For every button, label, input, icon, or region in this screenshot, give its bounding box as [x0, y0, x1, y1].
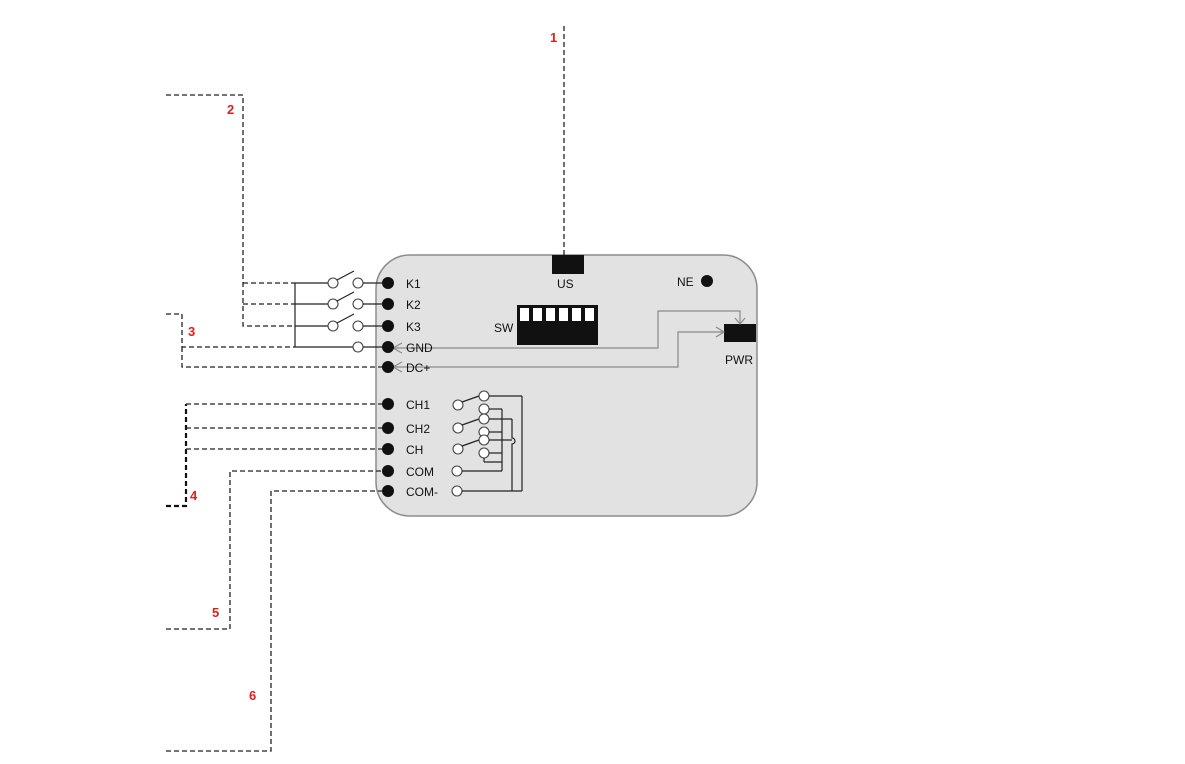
ne-label: NE — [677, 275, 694, 289]
dip-switch-4 — [559, 308, 568, 321]
terminal-label-ch: CH — [406, 443, 423, 457]
dip-switch-6 — [585, 308, 594, 321]
dip-switch-block — [517, 305, 598, 345]
terminal-dot-ch1 — [382, 398, 394, 410]
gnd-pwr-arrowhead — [734, 317, 746, 325]
external-switch-group — [294, 270, 382, 353]
terminal-dot-gnd — [382, 341, 394, 353]
terminal-label-com-minus: COM- — [406, 485, 438, 499]
sw-label: SW — [494, 321, 514, 335]
callout-2: 2 — [227, 102, 234, 117]
dc-to-pwr-line — [390, 331, 724, 368]
wire-6 — [166, 490, 382, 752]
dc-pwr-arrowhead — [715, 326, 726, 338]
terminal-label-com: COM — [406, 465, 434, 479]
terminal-dot-ch — [382, 443, 394, 455]
terminal-label-ch1: CH1 — [406, 398, 430, 412]
wire-4-bus — [166, 404, 188, 508]
terminal-label-k2: K2 — [406, 298, 421, 312]
terminal-dot-k3 — [382, 320, 394, 332]
callout-6: 6 — [249, 688, 256, 703]
terminal-label-dc: DC+ — [406, 361, 430, 375]
terminal-dot-com — [382, 465, 394, 477]
internal-channel-switches — [451, 390, 523, 497]
wire-3-dc — [181, 347, 382, 368]
us-connector — [552, 255, 584, 274]
callout-4: 4 — [190, 488, 198, 503]
dip-switch-1 — [520, 308, 529, 321]
terminal-dot-com-minus — [382, 485, 394, 497]
pwr-connector — [724, 324, 756, 342]
terminal-label-k1: K1 — [406, 277, 421, 291]
terminal-label-k3: K3 — [406, 320, 421, 334]
dip-switch-5 — [572, 308, 581, 321]
ne-indicator-dot — [701, 275, 713, 287]
dip-switch-2 — [533, 308, 542, 321]
pwr-label: PWR — [725, 353, 753, 367]
wire-3-gnd — [166, 313, 295, 348]
wire-2 — [166, 94, 295, 327]
callout-3: 3 — [188, 324, 195, 339]
wire-5 — [166, 470, 382, 630]
callout-5: 5 — [212, 605, 219, 620]
terminal-dot-k2 — [382, 298, 394, 310]
terminal-label-ch2: CH2 — [406, 422, 430, 436]
gnd-to-pwr-line — [390, 310, 741, 349]
terminal-label-gnd: GND — [406, 341, 433, 355]
callout-1: 1 — [550, 30, 557, 45]
dip-switch-3 — [546, 308, 555, 321]
us-label: US — [557, 277, 574, 291]
terminal-dot-k1 — [382, 277, 394, 289]
terminal-dot-dc — [382, 361, 394, 373]
terminal-dot-ch2 — [382, 422, 394, 434]
